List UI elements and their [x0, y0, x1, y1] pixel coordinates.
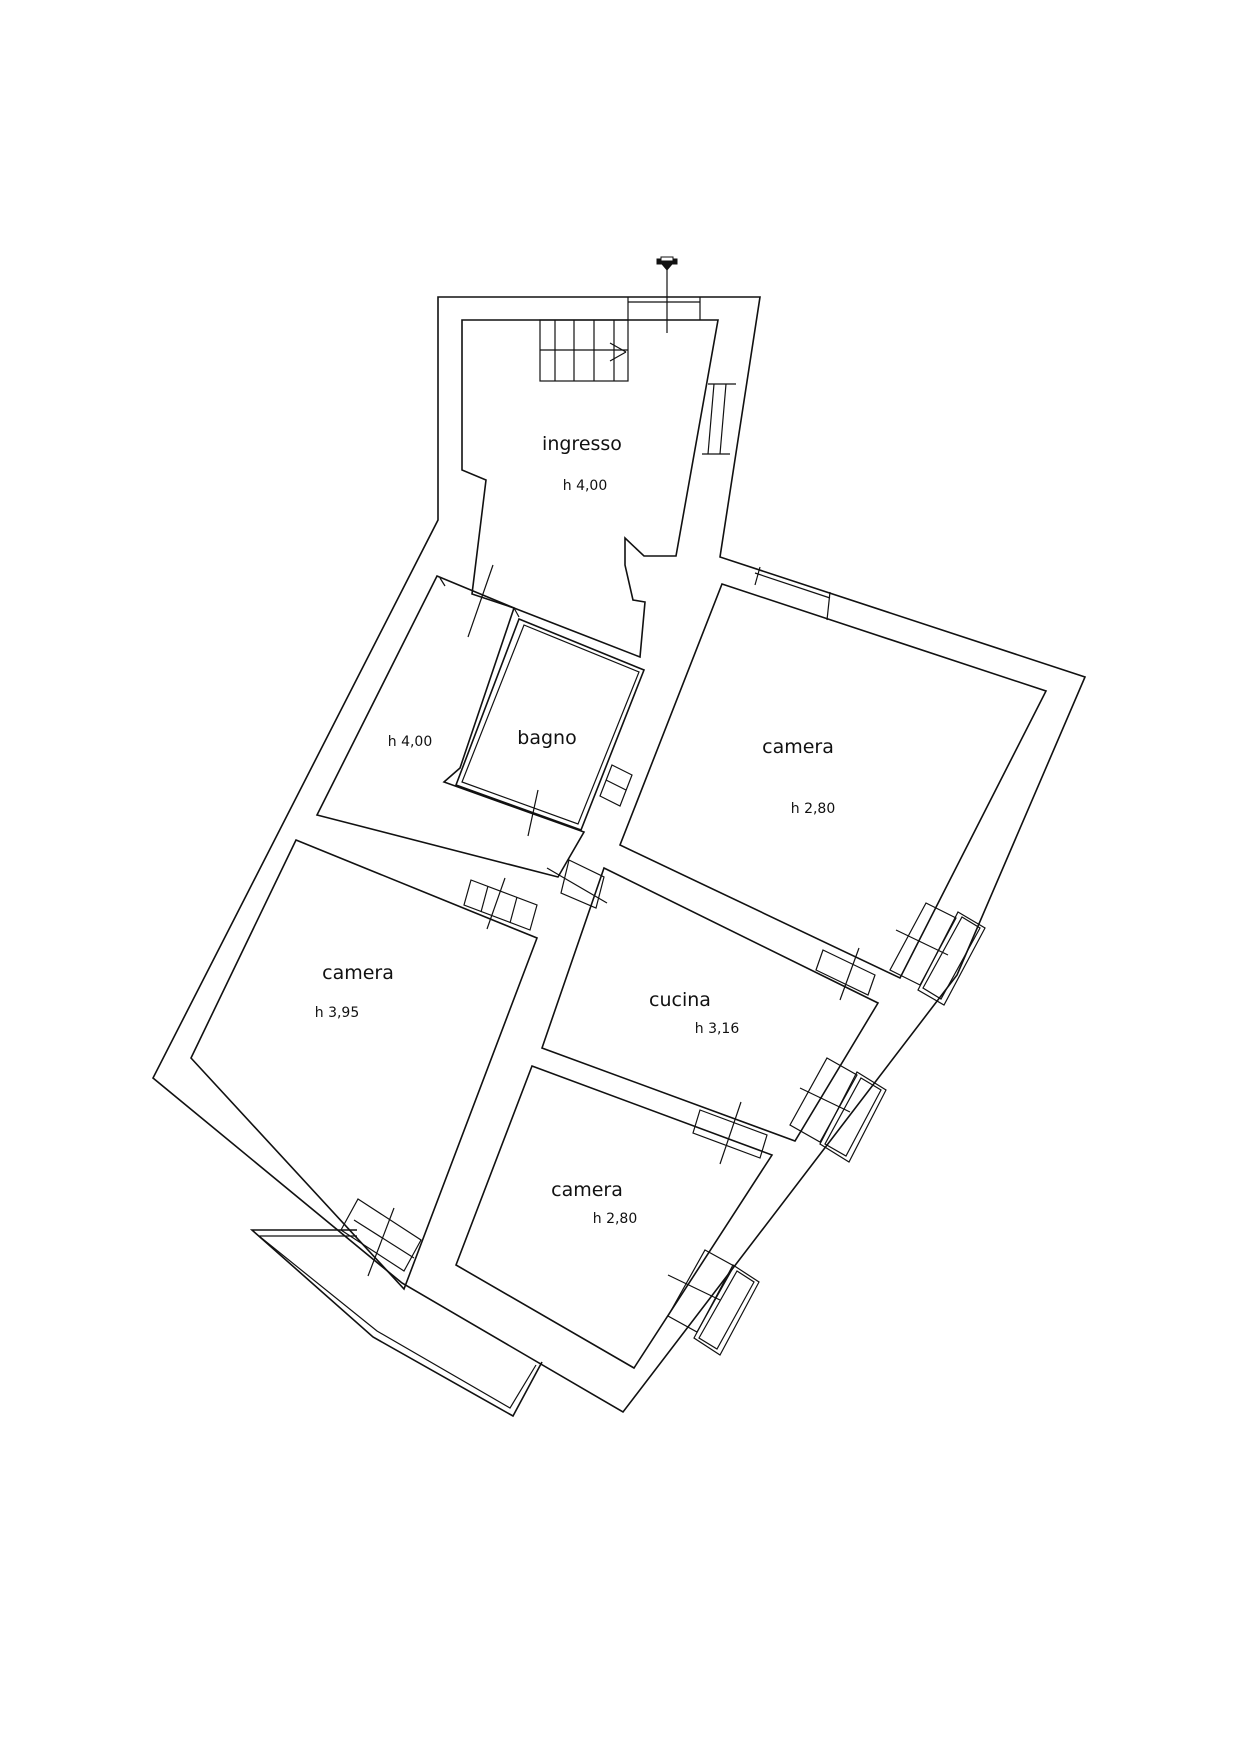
camera-right-outline [618, 583, 1048, 980]
room-height-ingresso: h 4,00 [563, 478, 608, 494]
door-camera-right-cucina [815, 947, 876, 1001]
terrace-outline [249, 1229, 543, 1418]
door-terrace [340, 1198, 422, 1277]
corridor-room-outline [315, 574, 586, 878]
room-height-camera-bottom: h 2,80 [593, 1211, 638, 1227]
balcony-2-inner [824, 1077, 882, 1157]
room-label-camera-left: camera [322, 962, 394, 984]
balcony-2 [819, 1071, 887, 1163]
bagno-inner-line [461, 624, 640, 825]
balcony-1-inner [922, 916, 981, 1000]
camera-bottom-outline [455, 1064, 774, 1370]
ingresso-outline [461, 319, 719, 659]
door-cucina [546, 859, 608, 909]
door-ingresso-corridor [439, 564, 520, 638]
door-cucina-camera-bottom [692, 1101, 768, 1165]
window-ingresso [702, 383, 736, 455]
room-label-camera-right: camera [762, 736, 834, 758]
terrace-inner [257, 1235, 537, 1409]
cucina-outline [540, 866, 880, 1142]
door-bagno-side [599, 764, 633, 807]
room-height-camera-left: h 3,95 [315, 1005, 360, 1021]
room-label-bagno: bagno [517, 727, 576, 749]
staircase-icon [539, 319, 629, 382]
room-height-cucina: h 3,16 [695, 1021, 740, 1037]
window-cucina [789, 1057, 858, 1143]
bagno-outline [454, 617, 646, 832]
room-height-camera-right: h 2,80 [791, 801, 836, 817]
room-height-corridor: h 4,00 [388, 734, 433, 750]
window-camera-right-top [754, 566, 831, 621]
camera-left-outline [190, 838, 539, 1291]
balcony-3-inner [698, 1270, 755, 1350]
door-bagno [527, 789, 539, 837]
window-camera-right [889, 902, 957, 986]
room-label-camera-bottom: camera [551, 1179, 623, 1201]
door-camera-left [463, 877, 538, 931]
room-label-cucina: cucina [649, 989, 711, 1011]
outer-wall [151, 296, 1087, 1414]
entrance-door [627, 270, 701, 333]
window-camera-bottom [667, 1249, 735, 1333]
room-label-ingresso: ingresso [542, 433, 622, 455]
entrance-arrow-icon [656, 256, 678, 271]
